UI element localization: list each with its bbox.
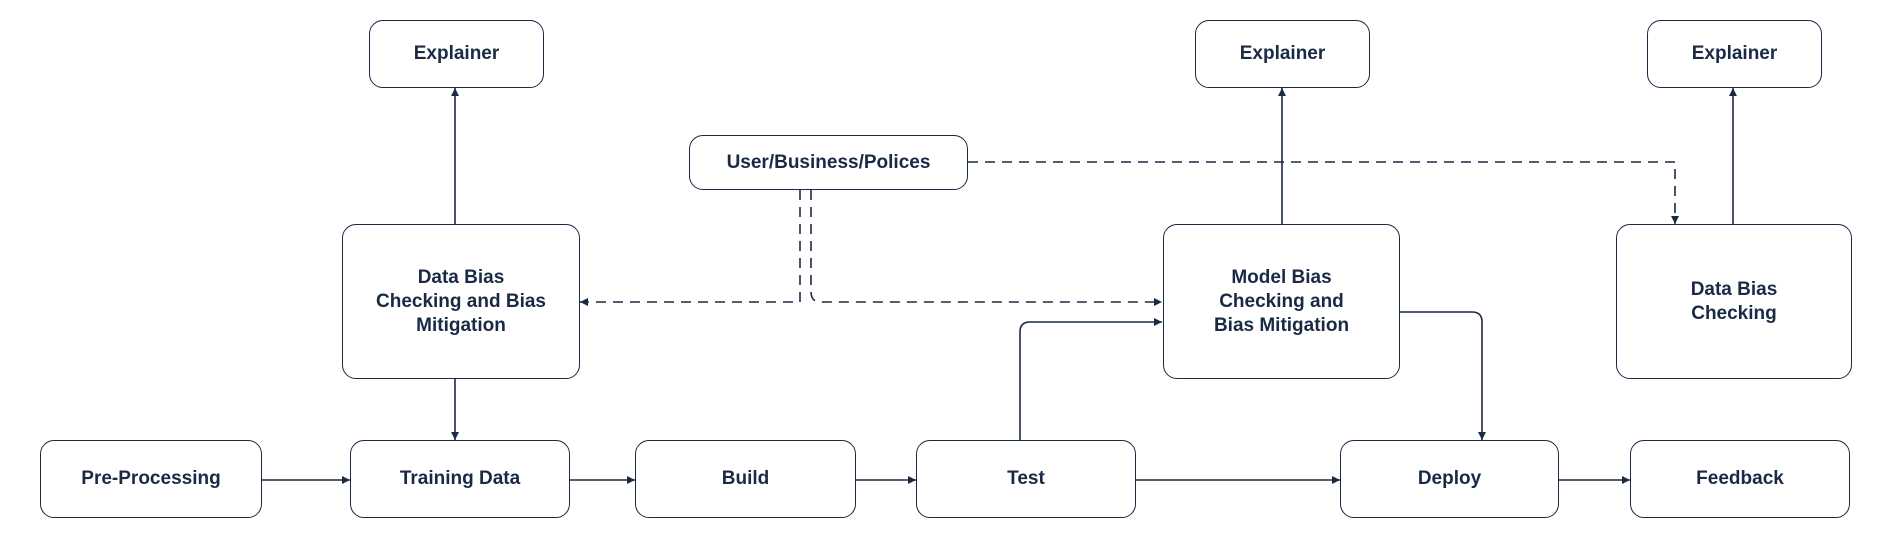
feedback-node: Feedback <box>1630 440 1850 518</box>
training-data-node: Training Data <box>350 440 570 518</box>
test-label: Test <box>1007 468 1045 489</box>
pre-processing-label: Pre-Processing <box>81 468 221 489</box>
explainer-label: Explainer <box>413 43 500 64</box>
explainer-node-2: Explainer <box>1195 20 1370 88</box>
data-bias-mitigation-label: Data Bias Checking and Bias Mitigation <box>376 266 546 336</box>
data-bias-mitigation-node: Data Bias Checking and Bias Mitigation <box>342 224 580 379</box>
data-bias-checking-node: Data Bias Checking <box>1616 224 1852 379</box>
build-node: Build <box>635 440 856 518</box>
explainer-node-3: Explainer <box>1647 20 1822 88</box>
dashed-policies-to-databias <box>580 190 801 306</box>
deploy-label: Deploy <box>1417 468 1482 489</box>
arrow-test-to-modelbias <box>1019 318 1162 440</box>
model-bias-mitigation-node: Model Bias Checking and Bias Mitigation <box>1163 224 1400 379</box>
dashed-policies-to-databiascheck <box>968 161 1679 224</box>
arrow-modelbias-to-deploy <box>1400 311 1486 440</box>
explainer-node-1: Explainer <box>369 20 544 88</box>
pre-processing-node: Pre-Processing <box>40 440 262 518</box>
user-business-policies-label: User/Business/Polices <box>726 151 931 173</box>
dashed-policies-to-modelbias <box>810 190 1162 306</box>
feedback-label: Feedback <box>1696 468 1784 489</box>
data-bias-checking-label: Data Bias Checking <box>1690 278 1778 324</box>
explainer-label: Explainer <box>1239 43 1326 64</box>
test-node: Test <box>916 440 1136 518</box>
model-bias-mitigation-label: Model Bias Checking and Bias Mitigation <box>1213 266 1350 336</box>
explainer-label: Explainer <box>1691 43 1778 64</box>
training-data-label: Training Data <box>399 468 521 489</box>
user-business-policies-node: User/Business/Polices <box>689 135 968 190</box>
build-label: Build <box>721 468 770 489</box>
deploy-node: Deploy <box>1340 440 1559 518</box>
